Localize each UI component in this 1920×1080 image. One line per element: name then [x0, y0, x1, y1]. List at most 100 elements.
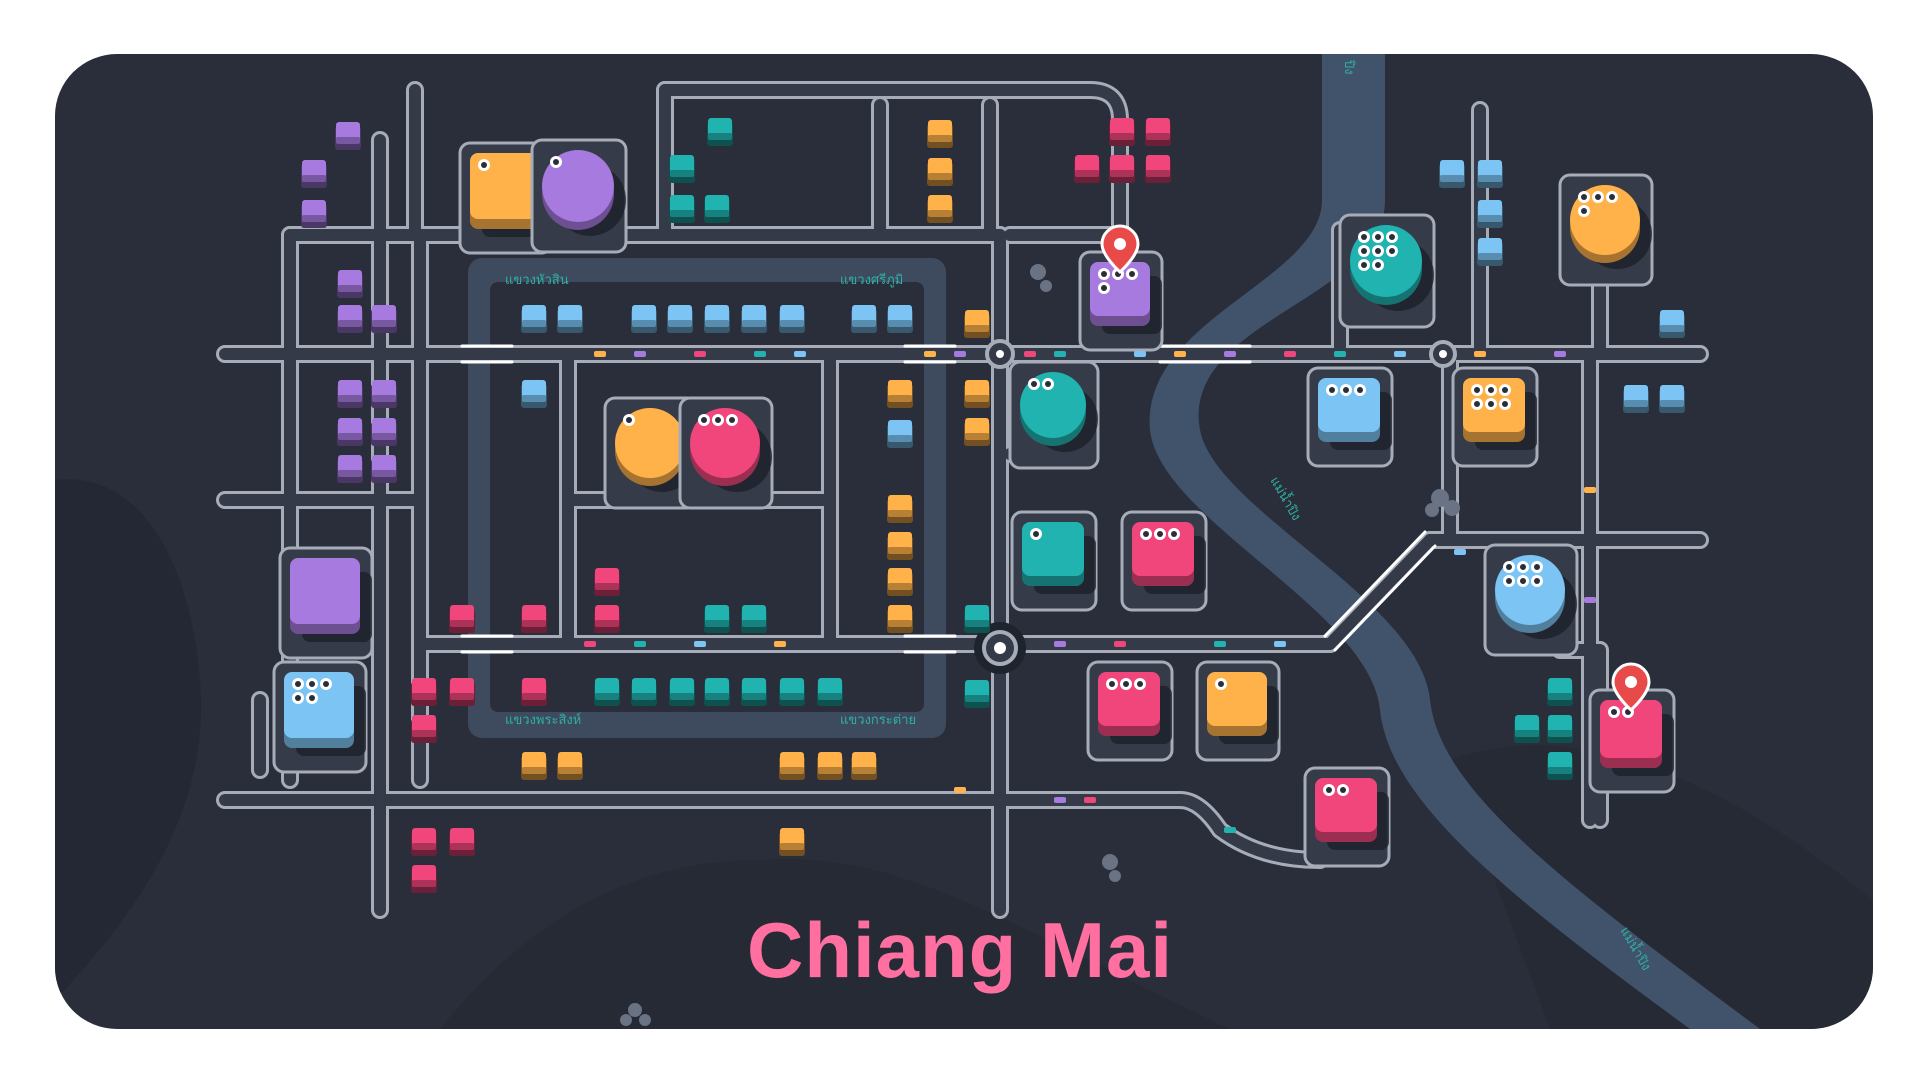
house-orange: [887, 605, 913, 633]
demand-pin-icon: [1606, 191, 1618, 203]
house-orange: [927, 120, 953, 148]
house-pink: [1074, 155, 1100, 183]
destination-orange-square[interactable]: [1451, 366, 1539, 468]
car: [954, 351, 966, 357]
destination-orange-square[interactable]: [1195, 660, 1281, 762]
houses-layer: [301, 118, 1685, 893]
demand-pin-icon: [1354, 384, 1366, 396]
house-teal: [669, 155, 695, 183]
destination-blue-square[interactable]: [1306, 366, 1394, 468]
demand-pin-icon: [1134, 678, 1146, 690]
demand-pin-icon: [1531, 561, 1543, 573]
car: [634, 351, 646, 357]
terrain-patch: [55, 479, 202, 1001]
house-teal: [964, 680, 990, 708]
house-teal: [1547, 678, 1573, 706]
car: [1134, 351, 1146, 357]
house-teal: [704, 605, 730, 633]
demand-pin-icon: [1485, 398, 1497, 410]
demand-pin-icon: [1358, 259, 1370, 271]
moat-bridges: [460, 344, 1437, 654]
demand-pin-icon: [306, 678, 318, 690]
car: [1054, 797, 1066, 803]
house-orange: [557, 752, 583, 780]
house-teal: [779, 678, 805, 706]
demand-pin-icon: [1042, 378, 1054, 390]
house-purple: [371, 305, 397, 333]
house-purple: [335, 122, 361, 150]
demand-pin-icon: [1372, 259, 1384, 271]
house-orange: [964, 418, 990, 446]
car: [1174, 351, 1186, 357]
house-purple: [337, 305, 363, 333]
house-blue: [557, 305, 583, 333]
house-teal: [704, 678, 730, 706]
terrain-patch: [1450, 745, 1873, 1029]
trees: [620, 264, 1460, 1026]
house-blue: [887, 305, 913, 333]
car: [1584, 487, 1596, 493]
house-purple: [371, 380, 397, 408]
destination-purple-square[interactable]: [1078, 224, 1164, 352]
roundabout-south: [974, 622, 1026, 674]
destination-teal-circle[interactable]: [1008, 360, 1100, 470]
house-purple: [371, 455, 397, 483]
destination-purple-circle[interactable]: [530, 138, 628, 254]
car: [954, 787, 966, 793]
house-blue: [887, 420, 913, 448]
house-pink: [411, 715, 437, 743]
destination-pink-square[interactable]: [1086, 660, 1174, 762]
demand-pin-icon: [623, 414, 635, 426]
destination-orange-circle[interactable]: [1558, 173, 1654, 287]
destination-pink-square[interactable]: [1120, 510, 1208, 612]
car: [924, 351, 936, 357]
destination-blue-square[interactable]: [272, 660, 368, 774]
car: [1394, 351, 1406, 357]
house-blue: [667, 305, 693, 333]
house-teal: [1547, 715, 1573, 743]
roundabout-north: [985, 339, 1015, 369]
house-pink: [411, 865, 437, 893]
city-name-title: Chiang Mai: [746, 906, 1173, 994]
demand-pin-icon: [1517, 561, 1529, 573]
house-pink: [521, 678, 547, 706]
destination-orange-square[interactable]: [458, 141, 554, 255]
car: [1334, 351, 1346, 357]
demand-pin-icon: [1499, 398, 1511, 410]
house-blue: [1439, 160, 1465, 188]
house-teal: [704, 195, 730, 223]
destination-teal-square[interactable]: [1010, 510, 1098, 612]
demand-pin-icon: [1030, 528, 1042, 540]
car: [1024, 351, 1036, 357]
house-pink: [521, 605, 547, 633]
demand-pin-icon: [1503, 575, 1515, 587]
destination-purple-square[interactable]: [278, 546, 374, 660]
demand-pin-icon: [1323, 784, 1335, 796]
house-purple: [301, 160, 327, 188]
demand-pin-icon: [292, 692, 304, 704]
house-orange: [779, 828, 805, 856]
demand-pin-icon: [726, 414, 738, 426]
house-pink: [411, 828, 437, 856]
destination-teal-circle[interactable]: [1338, 213, 1436, 329]
house-blue: [521, 305, 547, 333]
demand-pin-icon: [1578, 205, 1590, 217]
terrain-patch: [440, 859, 1230, 1029]
house-blue: [741, 305, 767, 333]
demand-pin-icon: [1154, 528, 1166, 540]
house-pink: [594, 605, 620, 633]
demand-pin-icon: [1386, 245, 1398, 257]
house-purple: [301, 200, 327, 228]
car: [1284, 351, 1296, 357]
destination-blue-circle[interactable]: [1483, 543, 1579, 657]
destination-pink-square[interactable]: [1303, 766, 1391, 868]
destination-pink-circle[interactable]: [678, 396, 774, 510]
demand-pin-icon: [1337, 784, 1349, 796]
house-blue: [1477, 160, 1503, 188]
destination-pink-square[interactable]: [1588, 662, 1676, 794]
car: [1114, 641, 1126, 647]
house-teal: [1514, 715, 1540, 743]
house-blue: [521, 380, 547, 408]
demand-pin-icon: [712, 414, 724, 426]
